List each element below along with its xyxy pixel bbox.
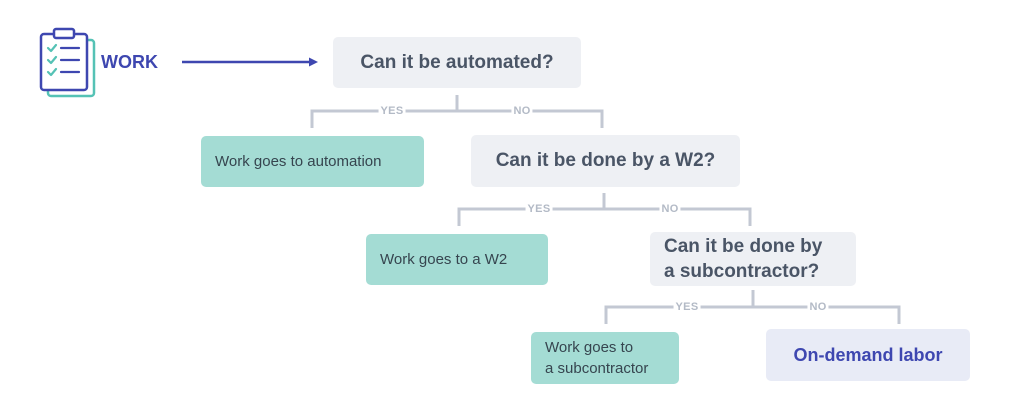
final-on-demand-labor: On-demand labor — [766, 329, 970, 381]
branch-label-q1-yes: YES — [378, 105, 406, 117]
branch-label-q2-yes: YES — [525, 203, 553, 215]
connector-q1-yes — [310, 109, 457, 128]
branch-label-q3-yes: YES — [673, 301, 701, 313]
branch-label-q2-no: NO — [659, 203, 681, 215]
connector-q3-no — [753, 305, 901, 324]
outcome-automation: Work goes to automation — [201, 136, 424, 187]
connector-q1-no — [457, 109, 604, 128]
question-subcontractor: Can it be done by a subcontractor? — [650, 232, 856, 286]
start-arrow-head — [309, 57, 318, 67]
connector-q2-no — [604, 207, 752, 226]
connector-q2-yes — [457, 207, 604, 226]
branch-label-q3-no: NO — [807, 301, 829, 313]
question-w2: Can it be done by a W2? — [471, 135, 740, 187]
question-automated: Can it be automated? — [333, 37, 581, 88]
outcome-subcontractor: Work goes to a subcontractor — [531, 332, 679, 384]
clipboard-checklist-icon — [39, 27, 96, 98]
outcome-w2: Work goes to a W2 — [366, 234, 548, 285]
start-label: WORK — [101, 52, 158, 72]
branch-label-q1-no: NO — [511, 105, 533, 117]
connector-q3-yes — [604, 305, 753, 324]
